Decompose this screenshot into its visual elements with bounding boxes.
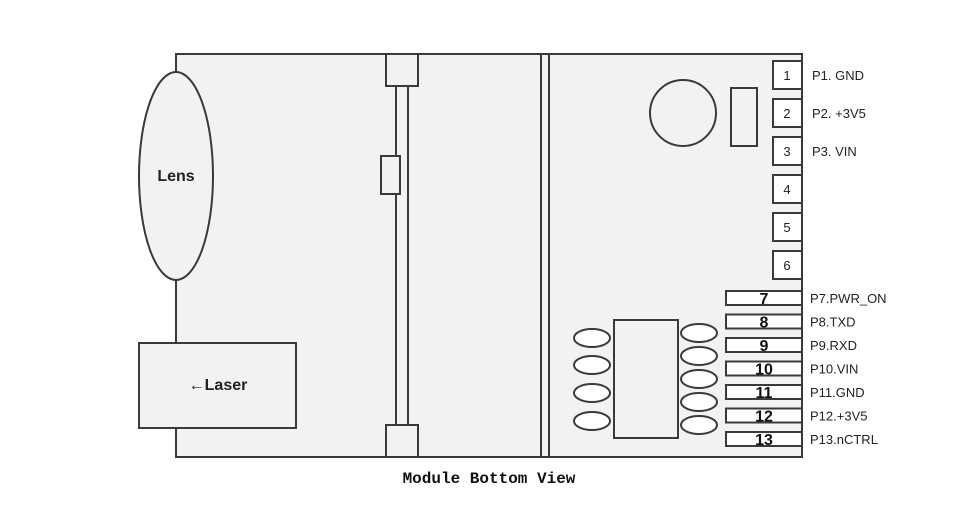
pin-label-9: P9.RXD (810, 338, 857, 353)
rail-connector-top (385, 53, 419, 87)
ic-pad-right-5 (680, 415, 718, 435)
rail-clip (380, 155, 401, 195)
lens (138, 71, 214, 281)
laser-label: ←Laser (189, 377, 248, 394)
pin-strip-10 (725, 360, 803, 377)
ic-pad-right-4 (680, 392, 718, 412)
pin-number-1: 1 (783, 68, 790, 83)
pin-strip-7 (725, 290, 803, 306)
lens-label: Lens (157, 168, 194, 185)
small-component (730, 87, 758, 147)
pin-strip-13 (725, 431, 803, 447)
ic-pad-right-2 (680, 346, 718, 366)
pin-number-10: 10 (755, 362, 773, 379)
ic-pad-left-4 (573, 411, 611, 431)
pin-label-11: P11.GND (810, 385, 865, 400)
pin-pad-3 (772, 136, 803, 166)
pin-number-5: 5 (783, 220, 790, 235)
pin-strip-12 (725, 407, 803, 424)
pin-number-3: 3 (783, 144, 790, 159)
pin-label-12: P12.+3V5 (810, 409, 867, 424)
pin-number-12: 12 (755, 409, 773, 426)
pin-pad-4 (772, 174, 803, 204)
pin-label-13: P13.nCTRL (810, 432, 878, 447)
pin-pad-6 (772, 250, 803, 280)
pin-pad-5 (772, 212, 803, 242)
pin-number-8: 8 (760, 315, 769, 332)
ic-pad-right-1 (680, 323, 718, 343)
pin-number-4: 4 (783, 182, 790, 197)
pin-number-6: 6 (783, 258, 790, 273)
pin-strip-8 (725, 313, 803, 330)
pin-label-8: P8.TXD (810, 315, 856, 330)
pin-number-2: 2 (783, 106, 790, 121)
pin-number-13: 13 (755, 432, 773, 449)
ic-chip (613, 319, 679, 439)
pin-label-2: P2. +3V5 (812, 106, 866, 121)
pin-strip-11 (725, 384, 803, 400)
laser-block (138, 342, 297, 429)
rail-connector-bottom (385, 424, 419, 458)
pin-label-7: P7.PWR_ON (810, 291, 887, 306)
ic-pad-left-2 (573, 355, 611, 375)
pin-label-10: P10.VIN (810, 362, 858, 377)
diagram-caption: Module Bottom View (403, 470, 576, 488)
pin-label-3: P3. VIN (812, 144, 857, 159)
pin-pad-1 (772, 60, 803, 90)
ic-pad-left-1 (573, 328, 611, 348)
pin-number-11: 11 (756, 385, 773, 402)
pin-number-9: 9 (760, 338, 769, 355)
round-component (649, 79, 717, 147)
pin-number-7: 7 (760, 291, 769, 308)
pin-label-1: P1. GND (812, 68, 864, 83)
pin-strip-9 (725, 337, 803, 353)
pin-pad-2 (772, 98, 803, 128)
ic-pad-left-3 (573, 383, 611, 403)
ic-pad-right-3 (680, 369, 718, 389)
